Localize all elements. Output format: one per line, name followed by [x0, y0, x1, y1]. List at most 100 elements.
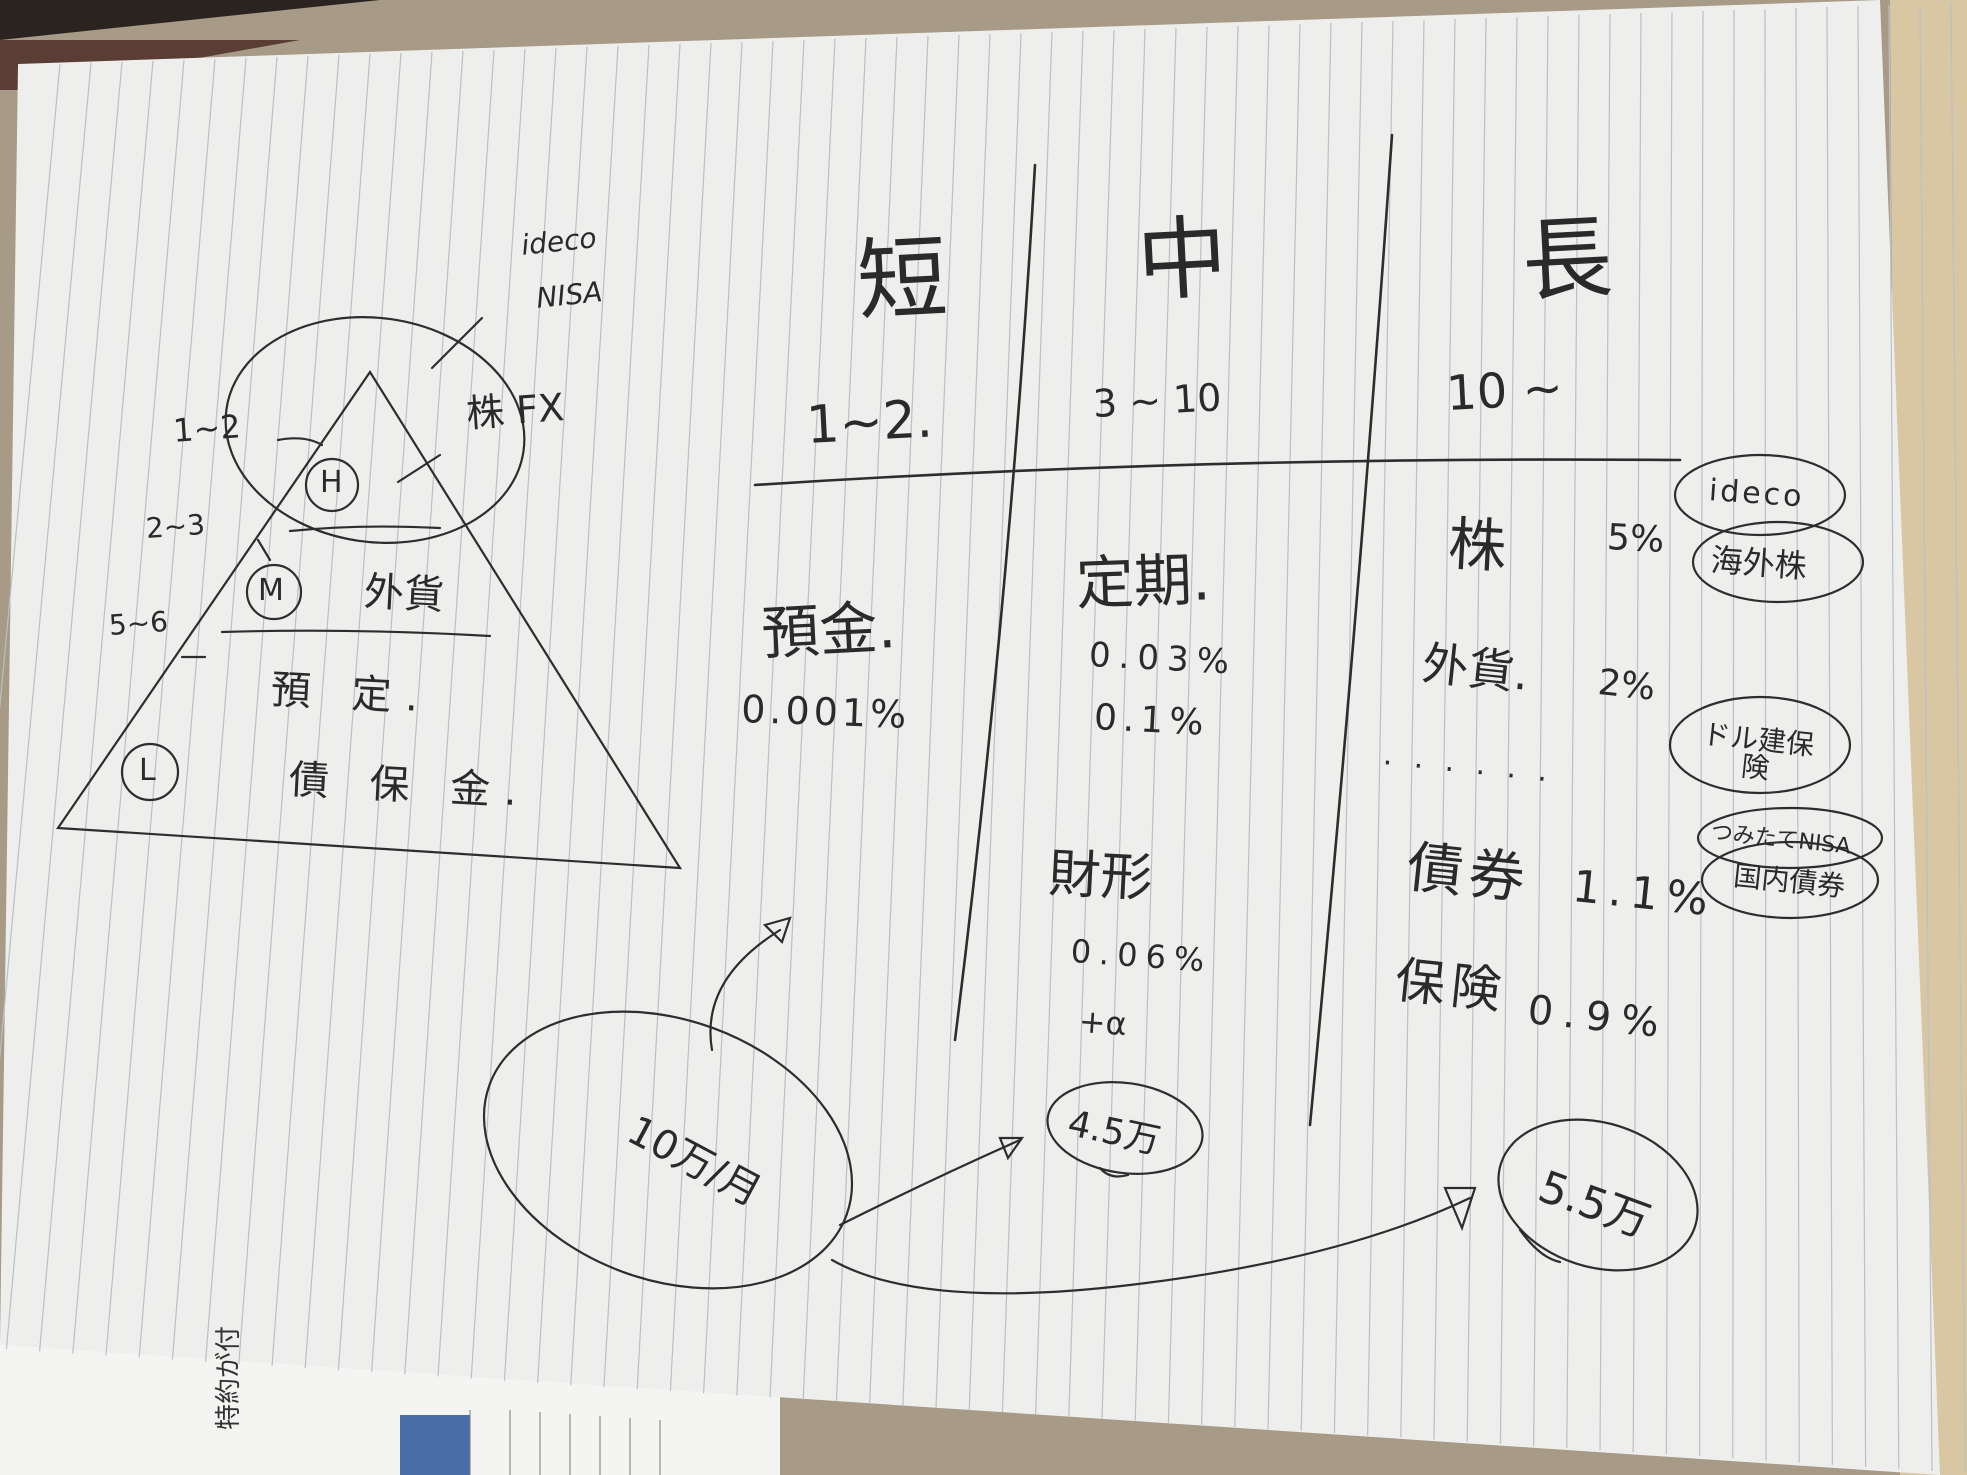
- table-vline-right: [1308, 133, 1394, 1127]
- range-mid-tick: [256, 538, 272, 562]
- side-note-foreign-stock: 海外株: [1709, 541, 1808, 586]
- nisa-circle: [1696, 806, 1884, 870]
- pyramid-outline: [56, 369, 683, 870]
- ruled-line: [968, 32, 1022, 1411]
- pyramid-divider-top: [288, 525, 442, 533]
- flow-sketch: [482, 916, 1699, 1295]
- ruled-line: [304, 52, 402, 1369]
- ruled-line: [205, 55, 309, 1362]
- ideco-circle: [1673, 453, 1847, 537]
- ruled-line: [769, 38, 836, 1398]
- arrow-long-curve: [830, 1196, 1472, 1295]
- arrow-up-curve: [709, 928, 782, 1052]
- ruled-line: [1599, 13, 1611, 1451]
- circle-m: [245, 563, 303, 621]
- ruled-line: [404, 49, 495, 1375]
- ruled-line: [72, 59, 185, 1354]
- pyramid-range-top: 1~2: [171, 407, 242, 450]
- ruled-line: [1698, 10, 1704, 1457]
- mid-rate-1a: 0.03%: [1088, 635, 1238, 683]
- long-rate-1: 5%: [1606, 517, 1666, 561]
- pyramid-sketch: [56, 316, 683, 870]
- ruled-line: [1101, 28, 1146, 1419]
- ruled-line: [105, 58, 216, 1356]
- ruled-line: [337, 51, 433, 1371]
- ruled-line: [1433, 18, 1456, 1440]
- ruled-line: [5, 61, 123, 1350]
- long-item-1: 株: [1446, 510, 1509, 581]
- bottom-doc-label: 特約が付: [214, 1325, 244, 1430]
- ruled-line: [1499, 16, 1518, 1444]
- ruled-line: [503, 46, 588, 1381]
- monthly-circle: [482, 1010, 854, 1290]
- arrow-up-head: [762, 916, 792, 945]
- pyramid-range-low: 5~6: [107, 604, 170, 642]
- long-item-4: 保険: [1392, 951, 1510, 1021]
- ruled-line: [1201, 25, 1239, 1425]
- arrow-mid-head: [998, 1136, 1025, 1161]
- ruled-line: [869, 35, 929, 1404]
- ruled-line: [1857, 5, 1867, 1467]
- circle-l: [120, 742, 180, 802]
- stock-pointer: [396, 453, 442, 484]
- bottom-doc-grid: [469, 1410, 661, 1475]
- ruled-line: [1533, 15, 1549, 1446]
- long-total-tail: [1518, 1228, 1562, 1264]
- range-top-tick: [276, 437, 324, 447]
- col-short-title: 短: [854, 225, 950, 335]
- pyramid-range-mid: 2~3: [144, 507, 207, 545]
- col-long-range: 10 ~: [1444, 359, 1565, 422]
- pyramid-circle-l-label: L: [139, 753, 156, 788]
- ruled-line: [736, 39, 805, 1396]
- col-mid-range: 3 ~ 10: [1091, 375, 1223, 426]
- table-vline-left: [953, 163, 1037, 1042]
- foreign-stock-circle: [1691, 520, 1865, 604]
- ruled-line: [1795, 7, 1800, 1463]
- ruled-line: [470, 47, 557, 1379]
- side-circles: [1668, 453, 1884, 920]
- ruled-line: [603, 43, 681, 1388]
- ruled-line: [1632, 12, 1642, 1453]
- ruled-line: [0, 63, 61, 711]
- ruled-line: [1732, 9, 1735, 1459]
- ruled-line: [669, 41, 743, 1392]
- ruled-line: [1950, 2, 1966, 1474]
- col-long-title: 長: [1519, 205, 1615, 315]
- ruled-line: [371, 50, 464, 1373]
- ruled-line: [0, 62, 92, 1062]
- bottom-doc-blue-column: [400, 1415, 470, 1475]
- ruled-line: [238, 54, 340, 1364]
- ruled-line: [171, 56, 278, 1360]
- pyramid-divider-mid: [220, 629, 492, 638]
- pyramid-stock-fx-label: 株 FX: [464, 385, 566, 436]
- ruled-line: [537, 45, 619, 1383]
- col-short-range: 1~2.: [804, 389, 935, 456]
- ruled-line: [1764, 8, 1767, 1461]
- ruled-line: [1333, 21, 1363, 1434]
- short-rate: 0.001%: [740, 687, 911, 737]
- ruled-line: [39, 60, 154, 1352]
- pyramid-circle-m-label: M: [258, 573, 284, 608]
- ruled-line: [1167, 26, 1208, 1423]
- ruled-line: [1001, 31, 1053, 1413]
- col-mid-title: 中: [1134, 205, 1230, 315]
- ruled-line: [835, 36, 898, 1402]
- table-header-line: [753, 458, 1682, 487]
- pyramid-top-ellipse: [224, 316, 526, 544]
- ruled-line: [1665, 11, 1673, 1455]
- ruled-line: [437, 48, 526, 1377]
- circle-h: [304, 457, 360, 513]
- mid-item-1: 定期.: [1074, 545, 1212, 618]
- pyramid-mid-text: 外貨: [362, 569, 446, 620]
- ruled-line: [570, 44, 650, 1385]
- pyramid-top-note-2: NISA: [534, 275, 604, 315]
- table-lines: [753, 133, 1682, 1127]
- ruled-line: [902, 34, 960, 1406]
- arrow-mid-line: [838, 1138, 1022, 1227]
- long-item-3: 債券: [1403, 835, 1534, 913]
- domestic-bond-circle: [1700, 840, 1880, 920]
- mid-total-circle: [1046, 1081, 1204, 1175]
- mid-total-tail: [1098, 1166, 1130, 1178]
